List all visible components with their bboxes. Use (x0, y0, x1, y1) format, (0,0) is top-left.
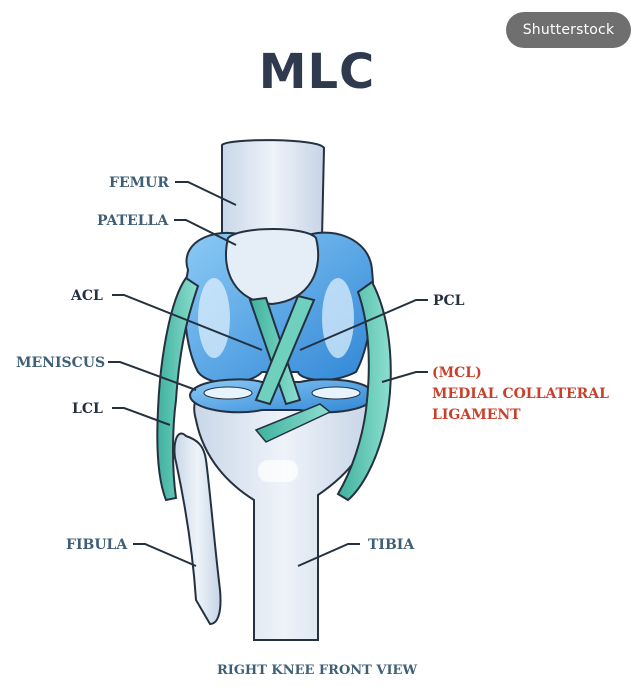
page-title: MLC (258, 44, 376, 100)
label-tibia: TIBIA (368, 537, 415, 553)
label-patella: PATELLA (97, 213, 169, 229)
shutterstock-watermark: Shutterstock (506, 12, 631, 48)
label-femur: FEMUR (109, 175, 169, 191)
fibula (173, 432, 222, 626)
label-pcl: PCL (433, 293, 465, 309)
pcl-ligament (254, 294, 316, 406)
leader-lines (108, 181, 428, 567)
lcl-ligament (156, 276, 200, 502)
diagram-caption: RIGHT KNEE FRONT VIEW (217, 663, 418, 678)
femur-shaft (221, 139, 326, 239)
mcl-ligament (336, 280, 392, 502)
label-fibula: FIBULA (66, 537, 128, 553)
label-mcl-line2: LIGAMENT (432, 407, 521, 423)
label-mcl-abbrev: (MCL) (432, 365, 482, 381)
patella (224, 228, 320, 306)
label-lcl: LCL (72, 401, 103, 417)
label-mcl-line1: MEDIAL COLLATERAL (432, 386, 609, 402)
tibial-attachment (254, 403, 332, 443)
label-meniscus: MENISCUS (16, 355, 105, 371)
label-acl: ACL (70, 288, 103, 304)
